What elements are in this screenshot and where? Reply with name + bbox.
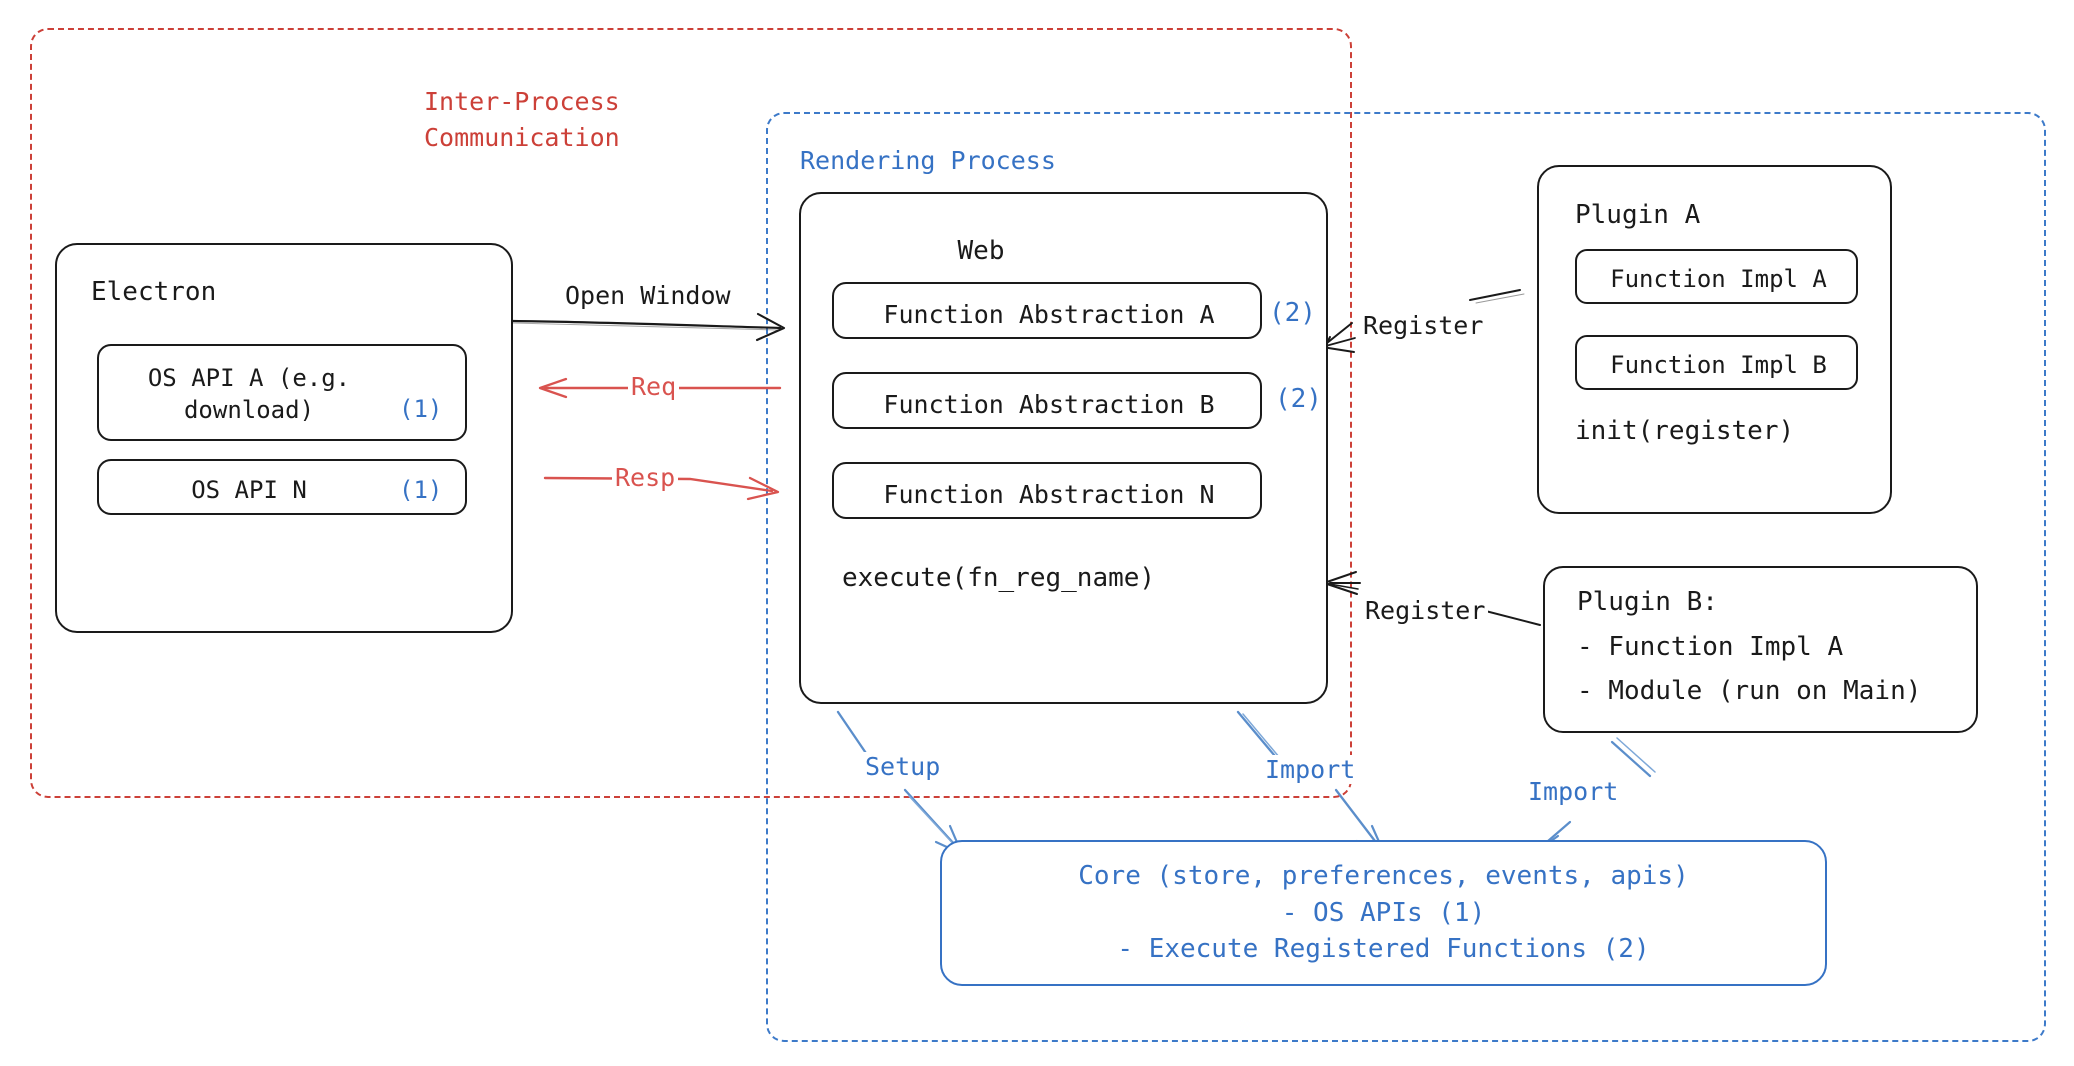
- node-web[interactable]: Web Function Abstraction A (2) Function …: [799, 192, 1328, 704]
- node-plugin-a[interactable]: Plugin A Function Impl A Function Impl B…: [1537, 165, 1892, 514]
- edge-label-import-web: Import: [1262, 755, 1359, 784]
- plugin-b-line-1: Plugin B:: [1577, 587, 1718, 617]
- group-rendering-process: [766, 112, 2046, 1042]
- function-abstraction-n-label: Function Abstraction N: [883, 480, 1215, 509]
- node-plugin-b[interactable]: Plugin B: - Function Impl A - Module (ru…: [1543, 566, 1978, 733]
- web-item-function-abstraction-a[interactable]: Function Abstraction A: [832, 282, 1262, 339]
- plugin-b-line-3: - Module (run on Main): [1577, 676, 1922, 706]
- plugin-a-footer-init: init(register): [1575, 416, 1795, 446]
- plugin-a-title: Plugin A: [1575, 200, 1701, 230]
- function-abstraction-b-label: Function Abstraction B: [883, 390, 1215, 419]
- ipc-title-line-1: Inter-Process: [424, 87, 620, 116]
- edge-label-setup: Setup: [862, 752, 944, 781]
- electron-item-os-api-n[interactable]: OS API N (1): [97, 459, 467, 515]
- plugin-a-item-function-impl-b[interactable]: Function Impl B: [1575, 335, 1858, 390]
- electron-item-os-api-a[interactable]: OS API A (e.g. download) (1): [97, 344, 467, 441]
- node-electron[interactable]: Electron OS API A (e.g. download) (1) OS…: [55, 243, 513, 633]
- core-line-2: - OS APIs (1): [1281, 897, 1486, 928]
- edge-label-register-plugin-b: Register: [1362, 596, 1489, 625]
- edge-label-resp: Resp: [612, 463, 679, 492]
- function-impl-b-label: Function Impl B: [1610, 351, 1827, 379]
- core-line-1: Core (store, preferences, events, apis): [1078, 860, 1689, 891]
- node-core[interactable]: Core (store, preferences, events, apis) …: [940, 840, 1827, 986]
- os-api-a-badge: (1): [399, 395, 443, 423]
- electron-title: Electron: [91, 277, 217, 307]
- web-footer-execute: execute(fn_reg_name): [842, 563, 1156, 593]
- group-inter-process-communication: [30, 28, 1352, 798]
- plugin-a-item-function-impl-a[interactable]: Function Impl A: [1575, 249, 1858, 304]
- core-line-3: - Execute Registered Functions (2): [1117, 934, 1650, 965]
- group-title-rendering-process: Rendering Process: [800, 146, 1056, 175]
- web-item-function-abstraction-b[interactable]: Function Abstraction B: [832, 372, 1262, 429]
- web-title: Web: [957, 236, 1005, 266]
- os-api-n-badge: (1): [399, 476, 443, 504]
- edge-label-register-plugin-a: Register: [1360, 311, 1487, 340]
- edge-label-req: Req: [628, 372, 680, 401]
- function-abstraction-b-badge: (2): [1275, 384, 1322, 414]
- ipc-title-line-2: Communication: [424, 122, 620, 152]
- plugin-b-line-2: - Function Impl A: [1577, 632, 1844, 662]
- web-item-function-abstraction-n[interactable]: Function Abstraction N: [832, 462, 1262, 519]
- function-abstraction-a-label: Function Abstraction A: [883, 300, 1215, 329]
- edge-label-import-plugin-b: Import: [1525, 777, 1622, 806]
- function-abstraction-a-badge: (2): [1269, 298, 1316, 328]
- edge-label-open-window: Open Window: [562, 281, 734, 310]
- os-api-n-label: OS API N: [191, 476, 307, 504]
- os-api-a-label: OS API A (e.g. download): [147, 364, 351, 424]
- function-impl-a-label: Function Impl A: [1610, 265, 1827, 293]
